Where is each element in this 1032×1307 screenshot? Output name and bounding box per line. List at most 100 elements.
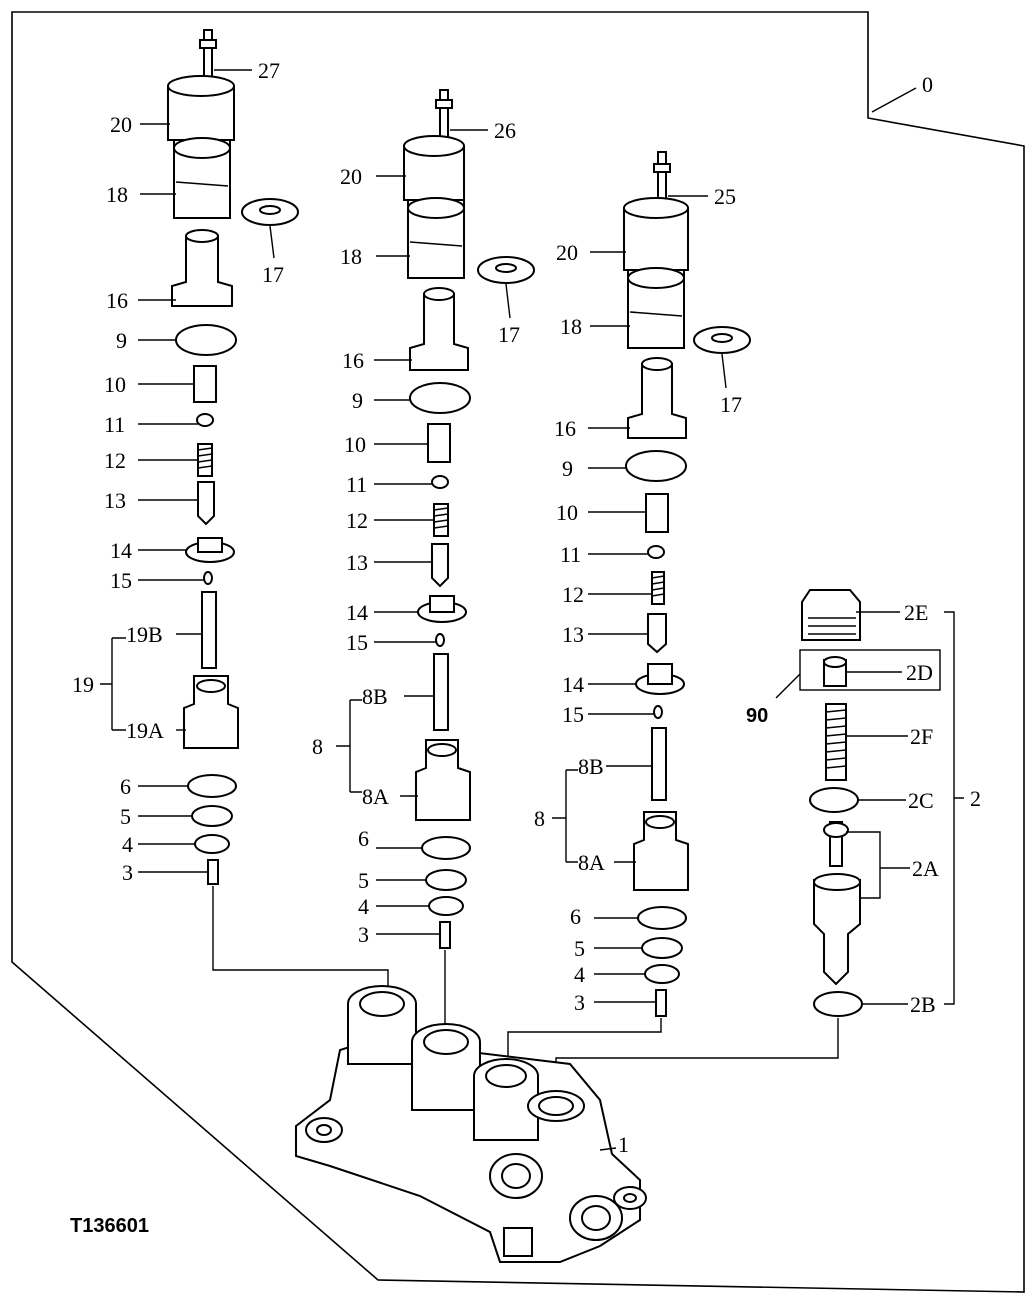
page-border [11, 11, 1025, 1293]
c3-label-25: 25 [714, 184, 736, 209]
c1-oring-5 [191, 805, 233, 827]
c2-oring-6 [421, 836, 471, 860]
c3-oring-9 [625, 450, 687, 482]
c3-label-4: 4 [574, 962, 585, 987]
c2-label-4: 4 [358, 894, 369, 919]
c3-label-6: 6 [570, 904, 581, 929]
c3-washer-11 [647, 545, 665, 559]
c3-label-10: 10 [556, 500, 578, 525]
c2-ball-15 [435, 633, 445, 647]
c3-label-9: 9 [562, 456, 573, 481]
c3-label-17: 17 [720, 392, 742, 417]
c4-cap-2e [801, 589, 861, 641]
column-2-assembly: 26 20 18 17 16 9 10 11 12 13 14 15 8B 8 … [312, 89, 535, 1032]
c1-label-18: 18 [106, 182, 128, 207]
c3-oring-4 [644, 964, 680, 984]
c1-label-16: 16 [106, 288, 128, 313]
c2-label-20: 20 [340, 164, 362, 189]
c1-label-14: 14 [110, 538, 132, 563]
column-1-assembly: 27 20 18 17 16 9 10 11 12 13 14 15 19B 1… [72, 29, 389, 990]
c1-label-3: 3 [122, 860, 133, 885]
valve-body-1: 1 [295, 985, 647, 1263]
c3-sleeve-10 [645, 493, 669, 533]
c1-body-19a [183, 675, 239, 749]
c2-label-15: 15 [346, 630, 368, 655]
c3-spool-8b [651, 727, 667, 801]
c2-label-17: 17 [498, 322, 520, 347]
c3-ball-15 [653, 705, 663, 719]
c3-oring-6 [637, 906, 687, 930]
c3-label-18: 18 [560, 314, 582, 339]
c4-label-2: 2 [970, 786, 981, 811]
c3-label-14: 14 [562, 672, 584, 697]
c2-label-16: 16 [342, 348, 364, 373]
c3-label-8: 8 [534, 806, 545, 831]
c3-label-8b: 8B [578, 754, 604, 779]
c1-label-11: 11 [104, 412, 125, 437]
leader-0 [871, 87, 917, 113]
c1-label-15: 15 [110, 568, 132, 593]
c3-label-20: 20 [556, 240, 578, 265]
c3-label-5: 5 [574, 936, 585, 961]
c4-oring-2b [813, 991, 863, 1017]
c1-label-17: 17 [262, 262, 284, 287]
c2-washer-11 [431, 475, 449, 489]
c2-plunger-13 [431, 543, 449, 588]
c1-spool-19b [201, 591, 217, 669]
c3-label-12: 12 [562, 582, 584, 607]
c1-label-27: 27 [258, 58, 280, 83]
c1-label-5: 5 [120, 804, 131, 829]
c2-housing-16 [409, 293, 469, 371]
c3-body-8a [633, 811, 689, 891]
c2-label-8: 8 [312, 734, 323, 759]
label-0: 0 [922, 72, 933, 97]
c3-label-3: 3 [574, 990, 585, 1015]
c1-label-6: 6 [120, 774, 131, 799]
c2-label-8b: 8B [362, 684, 388, 709]
c1-washer-11 [196, 413, 214, 427]
c2-label-11: 11 [346, 472, 367, 497]
c4-label-2f: 2F [910, 724, 933, 749]
c1-label-12: 12 [104, 448, 126, 473]
c1-label-4: 4 [122, 832, 133, 857]
c2-label-6: 6 [358, 826, 369, 851]
figure-id: T136601 [70, 1215, 149, 1237]
c1-oring-9 [175, 324, 237, 356]
c3-housing-16 [627, 363, 687, 439]
c1-label-19b: 19B [126, 622, 163, 647]
c2-oring-4 [428, 896, 464, 916]
c2-label-13: 13 [346, 550, 368, 575]
c2-label-26: 26 [494, 118, 516, 143]
c3-label-15: 15 [562, 702, 584, 727]
c3-label-8a: 8A [578, 850, 605, 875]
c3-plunger-13 [647, 613, 667, 654]
c4-label-2b: 2B [910, 992, 936, 1017]
c2-oring-5 [425, 869, 467, 891]
c4-label-2a: 2A [912, 856, 939, 881]
c4-label-90: 90 [746, 705, 768, 727]
c4-label-2e: 2E [904, 600, 928, 625]
c1-label-10: 10 [104, 372, 126, 397]
c1-label-19a: 19A [126, 718, 164, 743]
c2-label-9: 9 [352, 388, 363, 413]
c2-sleeve-10 [427, 423, 451, 463]
c1-sleeve-10 [193, 365, 217, 403]
c3-oring-5 [641, 937, 683, 959]
body-label-1: 1 [618, 1132, 629, 1157]
c3-label-16: 16 [554, 416, 576, 441]
c4-oring-2c [809, 787, 859, 813]
c1-oring-4 [194, 834, 230, 854]
c2-label-3: 3 [358, 922, 369, 947]
c2-spool-8b [433, 653, 449, 731]
c2-body-8a [415, 739, 471, 821]
c4-highlight-box-90 [799, 649, 941, 691]
c2-spring-3 [439, 921, 451, 949]
c4-spring-2f [825, 703, 847, 781]
column-4-relief-valve: 2E 2D 90 2F 2C 2 2A 2B [555, 589, 981, 1086]
c2-label-5: 5 [358, 868, 369, 893]
c2-oring-9 [409, 382, 471, 414]
c1-plunger-13 [197, 481, 215, 526]
c2-label-8a: 8A [362, 784, 389, 809]
